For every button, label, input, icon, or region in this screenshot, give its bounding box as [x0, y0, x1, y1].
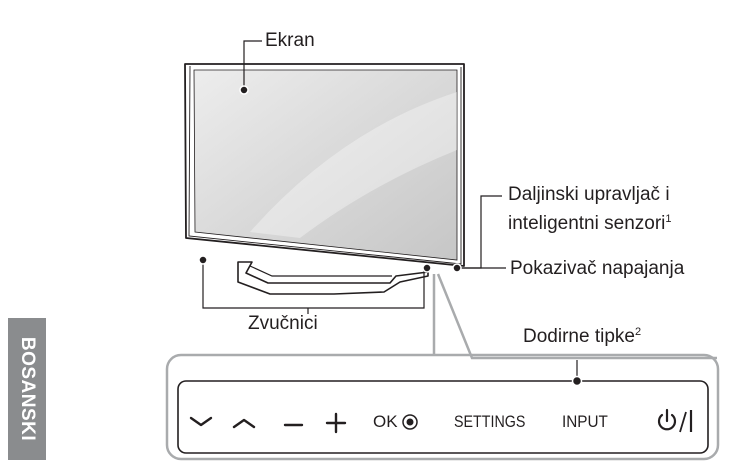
tv-stand [237, 261, 429, 295]
touch-buttons-leader [571, 360, 583, 387]
speakers-bracket [198, 255, 432, 314]
intelligent-sensor-text: inteligentni senzori [508, 213, 666, 234]
touch-buttons-text: Dodirne tipke [523, 326, 635, 347]
intelligent-sensor-label: inteligentni senzori1 [508, 213, 672, 235]
remote-sensor-label: Daljinski upravljač i [508, 184, 670, 205]
touch-buttons-label: Dodirne tipke2 [523, 326, 641, 348]
screen-leader [239, 40, 262, 95]
chevron-up-icon[interactable] [232, 418, 256, 429]
settings-button-label[interactable]: SETTINGS [454, 412, 526, 431]
input-button-label[interactable]: INPUT [562, 412, 608, 431]
tv-screen [193, 69, 458, 261]
touch-buttons-callout [165, 273, 720, 461]
ok-button-label[interactable]: OK [373, 412, 398, 431]
plus-icon[interactable] [325, 412, 347, 434]
button-panel [177, 380, 709, 454]
power-indicator-label: Pokazivač napajanja [510, 258, 685, 279]
power-icon[interactable] [657, 408, 693, 433]
chevron-down-icon[interactable] [189, 416, 213, 427]
language-tab [8, 318, 46, 460]
language-label: BOSANSKI [17, 336, 38, 442]
screen-label: Ekran [265, 30, 315, 51]
ok-dot-icon[interactable] [402, 414, 418, 430]
footnote-2: 2 [634, 326, 642, 338]
speakers-label: Zvučnici [248, 313, 318, 334]
footnote-1: 1 [665, 213, 672, 225]
